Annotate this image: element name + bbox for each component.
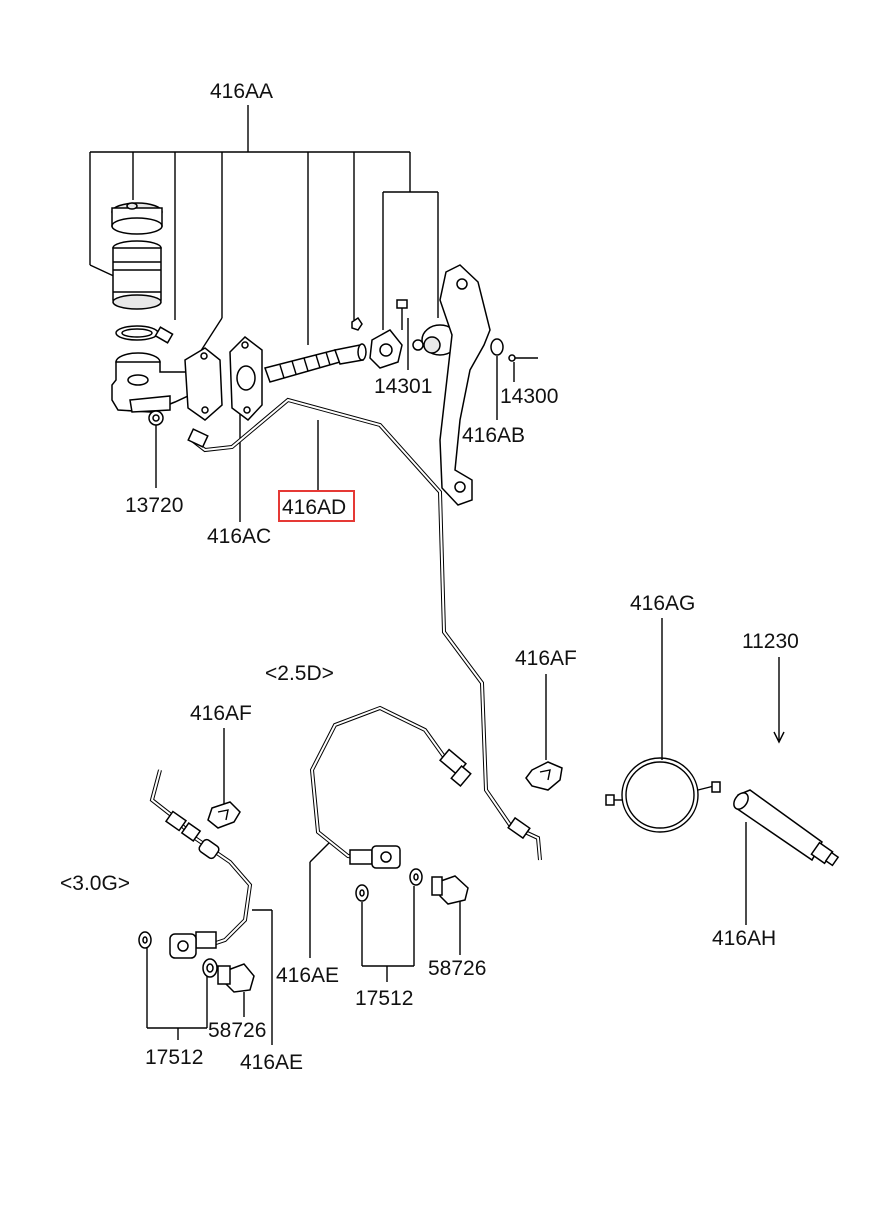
label-58726-left[interactable]: 58726 [208,1019,266,1042]
label-416ac[interactable]: 416AC [207,525,271,548]
hose-25d [309,705,472,869]
hose-lower-banjo [169,931,217,959]
label-416ad[interactable]: 416AD [282,496,346,519]
clip-right-shape [525,761,563,791]
label-14300[interactable]: 14300 [500,385,558,408]
reservoir-body [112,240,162,310]
gaskets-30g [138,931,218,978]
label-11230[interactable]: 11230 [742,630,799,653]
label-variant-30g: <3.0G> [60,872,130,895]
label-416ae-left[interactable]: 416AE [240,1051,303,1074]
small-fitting [154,326,174,344]
label-14301[interactable]: 14301 [374,375,432,398]
label-416af-right[interactable]: 416AF [515,647,577,670]
label-17512-left[interactable]: 17512 [145,1046,203,1069]
label-17512-right[interactable]: 17512 [355,987,413,1010]
label-variant-25d: <2.5D> [265,662,334,685]
label-416ab[interactable]: 416AB [462,424,525,447]
clip-left-shape [207,801,241,829]
clutch-tube [187,397,542,861]
clevis [369,299,408,369]
reservoir-cap [111,202,163,235]
hose-30g [149,769,253,959]
gaskets-25d [355,868,423,902]
hose-upper-fitting [164,810,220,860]
mounting-flange [184,347,223,421]
label-13720[interactable]: 13720 [125,494,183,517]
eyebolt-25d [431,875,469,905]
eyebolt-30g [217,963,255,993]
label-416af-left[interactable]: 416AF [190,702,252,725]
pedal-bracket [439,264,491,506]
label-416ag[interactable]: 416AG [630,592,695,615]
pin [508,354,538,362]
master-cylinder-assembly [111,202,538,426]
label-416ae-right[interactable]: 416AE [276,964,339,987]
nut [148,410,164,426]
label-58726-right[interactable]: 58726 [428,957,486,980]
highlight-box [278,490,355,522]
spring [605,757,721,833]
hose-banjo [349,845,401,869]
release-cylinder [733,789,840,867]
push-rod [264,343,367,383]
leader-lines [89,105,785,1045]
hose-end-fitting [439,748,472,788]
washer [490,338,504,356]
clip-star [351,316,363,331]
labels: 416AA 14301 14300 416AB 13720 416AD 416A… [60,80,799,1074]
label-416aa[interactable]: 416AA [210,80,273,103]
flange-gasket [229,336,263,422]
label-416ah[interactable]: 416AH [712,927,776,950]
